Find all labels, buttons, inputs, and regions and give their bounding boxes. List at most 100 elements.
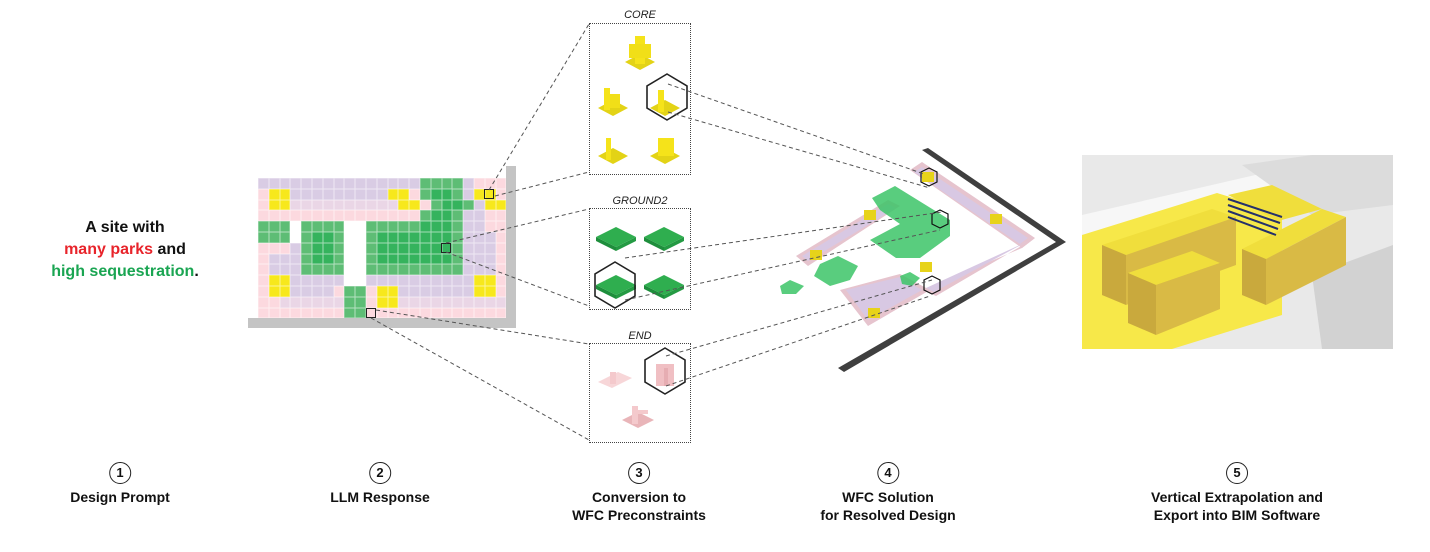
grid-cell: [376, 242, 388, 254]
grid-cell: [484, 275, 496, 286]
wfc-solution-render: [780, 148, 1066, 372]
grid-cell: [268, 188, 280, 200]
grid-cell: [290, 242, 302, 254]
grid-cell: [258, 242, 269, 254]
panel-title-end: END: [628, 330, 652, 342]
grid-cell: [495, 199, 507, 211]
step-label: LLM Response: [330, 489, 430, 505]
grid-selection-end: [366, 308, 376, 318]
grid-cell: [258, 253, 269, 265]
grid-cell: [484, 210, 496, 222]
end-tile: [598, 372, 632, 388]
leader-core-top: [488, 23, 590, 191]
building-wing-south: [922, 238, 1035, 296]
grid-cell: [484, 296, 496, 308]
grid-cell: [301, 307, 312, 319]
grid-cell: [430, 296, 442, 308]
grid-cell: [387, 221, 399, 232]
grid-cell: [344, 264, 356, 276]
grid-cell: [398, 253, 410, 265]
grid-cell: [333, 242, 345, 254]
grid-cell: [322, 242, 334, 254]
grid-cell: [430, 210, 442, 222]
grid-cell: [376, 188, 388, 200]
grid-cell: [430, 264, 442, 276]
grid-cell: [258, 210, 269, 222]
end-tile: [622, 406, 654, 428]
grid-cell: [355, 221, 366, 232]
grid-cell: [387, 296, 399, 308]
grid-cell: [376, 210, 388, 222]
grid-cell: [322, 188, 334, 200]
grid-cell: [398, 307, 410, 319]
prompt-highlight-sequestration: high sequestration: [51, 263, 195, 280]
grid-cell: [279, 178, 291, 189]
grid-cell: [258, 296, 269, 308]
grid-cell: [290, 210, 302, 222]
grid-cell: [279, 264, 291, 276]
grid-cell: [301, 242, 312, 254]
grid-cell: [365, 285, 377, 297]
grid-cell: [387, 231, 399, 243]
grid-cell: [376, 307, 388, 319]
llm-response-grid: [258, 178, 507, 319]
grid-cell: [365, 210, 377, 222]
grid-cell: [322, 264, 334, 276]
grid-cell: [311, 296, 323, 308]
grid-cell: [290, 253, 302, 265]
building-wing-southwest: [840, 274, 930, 326]
grid-cell: [355, 242, 366, 254]
grid-cell: [463, 275, 474, 286]
grid-cell: [258, 221, 269, 232]
step-label-2: for Resolved Design: [820, 507, 956, 523]
grid-cell: [398, 221, 410, 232]
grid-cell: [430, 307, 442, 319]
grid-cell: [495, 296, 507, 308]
grid-cell: [463, 199, 474, 211]
grid-cell: [419, 188, 431, 200]
grid-cell: [290, 275, 302, 286]
grid-cell: [473, 253, 485, 265]
grid-cell: [290, 285, 302, 297]
grid-cell: [344, 275, 356, 286]
grid-cell: [290, 307, 302, 319]
grid-cell: [441, 188, 453, 200]
grid-cell: [322, 221, 334, 232]
grid-cell: [419, 178, 431, 189]
grid-cell: [322, 253, 334, 265]
grid-cell: [419, 307, 431, 319]
grid-cell: [365, 275, 377, 286]
grid-cell: [495, 253, 507, 265]
grid-cell: [268, 221, 280, 232]
grid-cell: [355, 210, 366, 222]
core-tile: [625, 36, 655, 70]
grid-cell: [409, 210, 420, 222]
grid-cell: [419, 296, 431, 308]
grid-cell: [409, 307, 420, 319]
grid-cell: [452, 275, 464, 286]
ground2-tile: [596, 227, 636, 251]
grid-cell: [355, 199, 366, 211]
grid-cell: [484, 188, 496, 200]
grid-cell: [441, 221, 453, 232]
grid-cell: [430, 231, 442, 243]
grid-cell: [473, 285, 485, 297]
grid-cell: [452, 221, 464, 232]
step-label: Conversion to: [591, 489, 687, 505]
grid-cell: [463, 221, 474, 232]
grid-selection-ground: [441, 243, 451, 253]
grid-cell: [344, 285, 356, 297]
grid-cell: [419, 221, 431, 232]
prompt-line-1: A site with: [85, 219, 165, 236]
grid-cell: [268, 242, 280, 254]
grid-cell: [344, 296, 356, 308]
grid-cell: [495, 178, 507, 189]
grid-cell: [419, 242, 431, 254]
core-tile: [598, 88, 628, 116]
grid-cell: [311, 285, 323, 297]
grid-cell: [268, 231, 280, 243]
grid-cell: [376, 221, 388, 232]
step-number-badge: 3: [628, 462, 650, 484]
grid-cell: [387, 199, 399, 211]
grid-cell: [441, 275, 453, 286]
